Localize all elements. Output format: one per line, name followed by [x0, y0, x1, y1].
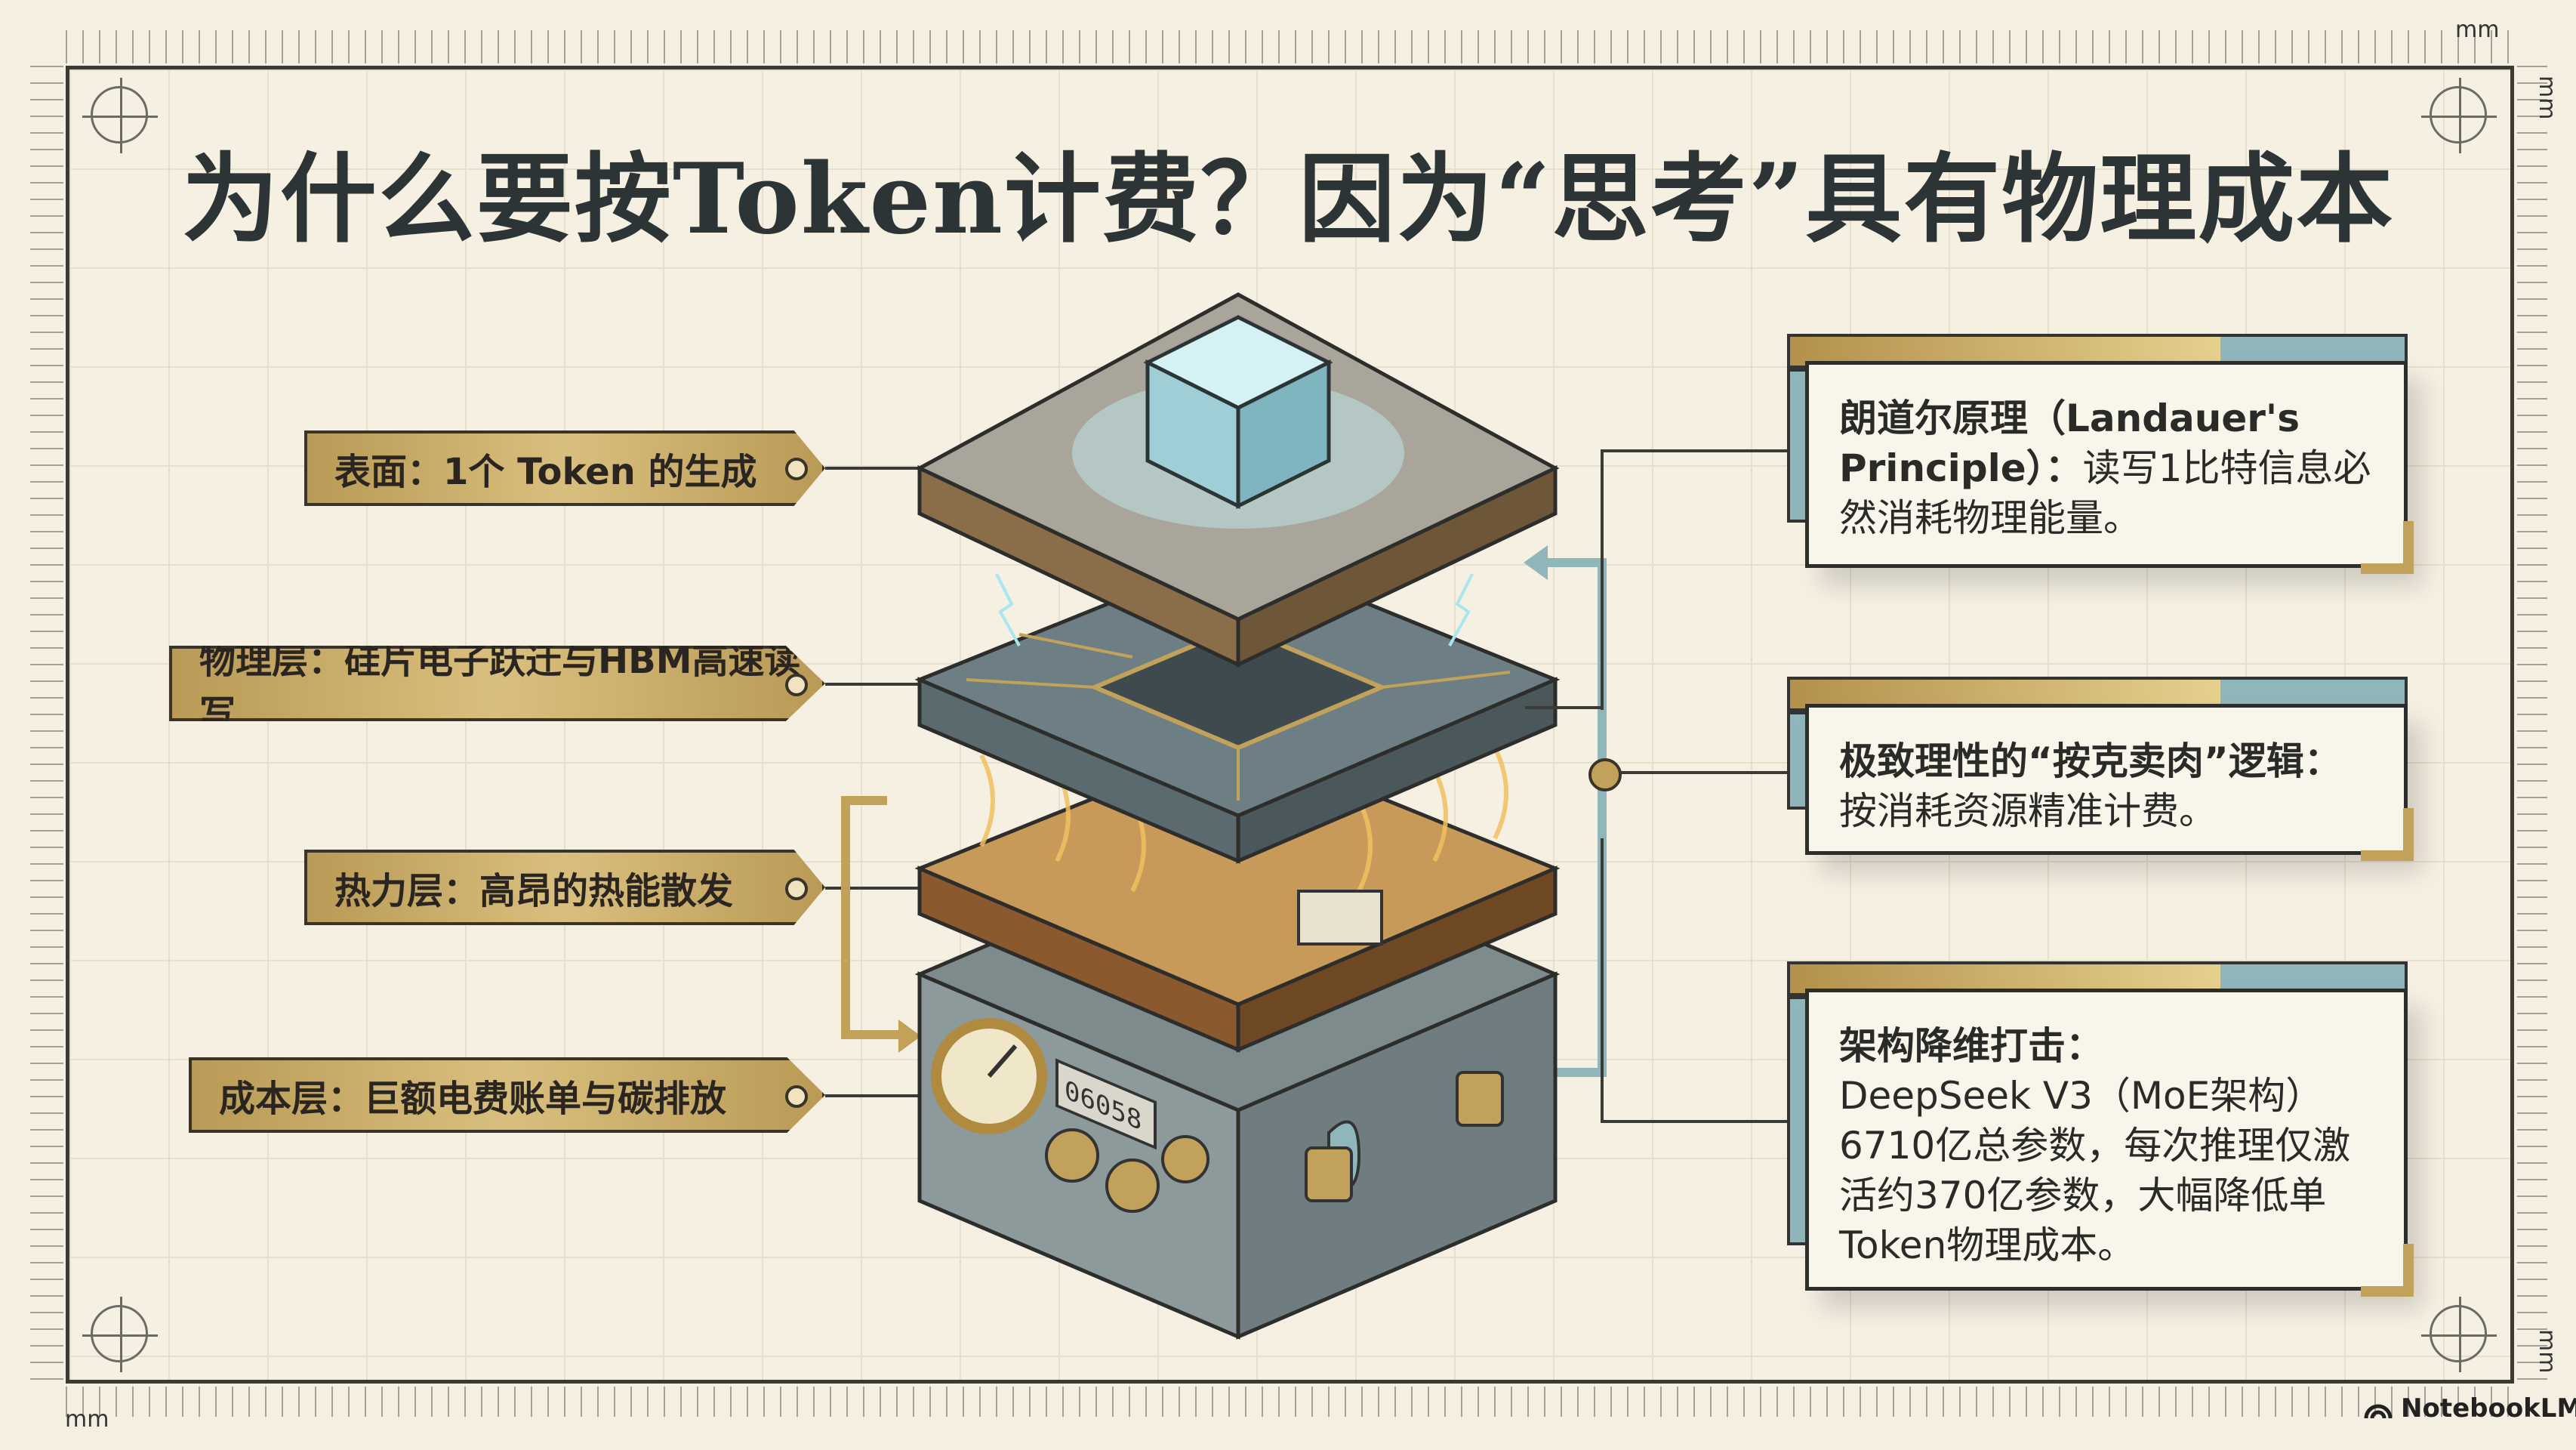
layer-label-text: 表面：1个 Token 的生成 — [334, 451, 757, 493]
info-box-billing-logic: 极致理性的“按克卖肉”逻辑： 按消耗资源精准计费。 — [1787, 677, 2414, 861]
heatsink-icon — [1297, 890, 1383, 946]
connector-line — [825, 683, 923, 686]
connector-line — [1525, 706, 1604, 709]
layer-label-text: 成本层：巨额电费账单与碳排放 — [219, 1078, 727, 1120]
layer-label-surface: 表面：1个 Token 的生成 — [304, 430, 825, 506]
connector-line — [825, 467, 923, 470]
crosshair-icon — [2421, 1297, 2497, 1372]
surface-layer — [915, 292, 1560, 668]
power-plug-icon — [1456, 1071, 1504, 1127]
connector-line — [825, 887, 923, 890]
notebooklm-watermark: NotebookLM — [2363, 1393, 2576, 1424]
arrow-head-icon — [1524, 545, 1548, 580]
crosshair-icon — [82, 78, 158, 153]
page-title: 为什么要按Token计费？因为“思考”具有物理成本 — [181, 143, 2395, 256]
ruler-unit-label: mm — [2534, 76, 2560, 120]
ruler-top — [66, 30, 2514, 63]
crosshair-icon — [82, 1297, 158, 1372]
layer-label-cost: 成本层：巨额电费账单与碳排放 — [189, 1057, 825, 1133]
ruler-right — [2517, 66, 2547, 1384]
layer-label-thermal: 热力层：高昂的热能散发 — [304, 850, 825, 925]
layer-label-text: 热力层：高昂的热能散发 — [334, 870, 734, 912]
physical-layer — [914, 549, 1561, 864]
brand-name: NotebookLM — [2401, 1393, 2576, 1424]
gear-icon — [1105, 1158, 1160, 1213]
info-box-text: 按消耗资源精准计费。 — [1839, 789, 2217, 833]
gear-icon — [1045, 1128, 1099, 1183]
ruler-unit-label: mm — [65, 1406, 109, 1433]
flow-arrow-right — [1548, 558, 1607, 1077]
layer-label-physical: 物理层：硅片电子跃迁与HBM高速读写 — [169, 646, 825, 721]
arrow-head-icon — [898, 1020, 921, 1053]
info-box-landauer: 朗道尔原理（Landauer's Principle）：读写1比特信息必然消耗物… — [1787, 334, 2414, 574]
ruler-unit-label: mm — [2455, 17, 2500, 43]
connector-dot-icon — [785, 458, 808, 480]
flow-arrow-left — [841, 796, 898, 1039]
crosshair-icon — [2421, 78, 2497, 153]
gear-icon — [1161, 1135, 1209, 1183]
token-cube-icon — [1143, 315, 1333, 510]
connector-line — [1601, 449, 1604, 710]
connector-line — [1601, 838, 1604, 1121]
connector-dot-icon — [785, 674, 808, 696]
info-box-text: 读写1比特信息必然消耗物理能量。 — [1839, 446, 2371, 540]
info-box-text: DeepSeek V3（MoE架构）6710亿总参数，每次推理仅激活约370亿参… — [1839, 1074, 2351, 1267]
connector-line — [1601, 449, 1789, 452]
info-box-heading: 极致理性的“按克卖肉”逻辑： — [1839, 739, 2342, 783]
info-box-heading: 朗道尔原理（Landauer's Principle）： — [1839, 396, 2300, 490]
connector-line — [1601, 1120, 1789, 1123]
info-box-heading: 架构降维打击： — [1839, 1024, 2103, 1068]
ruler-bottom — [66, 1387, 2514, 1417]
power-plug-icon — [1305, 1146, 1353, 1202]
junction-dot-icon — [1588, 758, 1622, 791]
info-box-moe-architecture: 架构降维打击： DeepSeek V3（MoE架构）6710亿总参数，每次推理仅激… — [1787, 961, 2414, 1297]
connector-dot-icon — [785, 878, 808, 900]
notebooklm-logo-icon — [2364, 1404, 2393, 1419]
connector-line — [1601, 771, 1789, 774]
ruler-unit-label: mm — [2534, 1329, 2560, 1374]
connector-dot-icon — [785, 1085, 808, 1108]
meter-display — [1055, 1058, 1157, 1150]
connector-line — [825, 1094, 923, 1097]
layer-label-text: 物理层：硅片电子跃迁与HBM高速读写 — [199, 640, 801, 735]
ruler-left — [30, 66, 63, 1384]
